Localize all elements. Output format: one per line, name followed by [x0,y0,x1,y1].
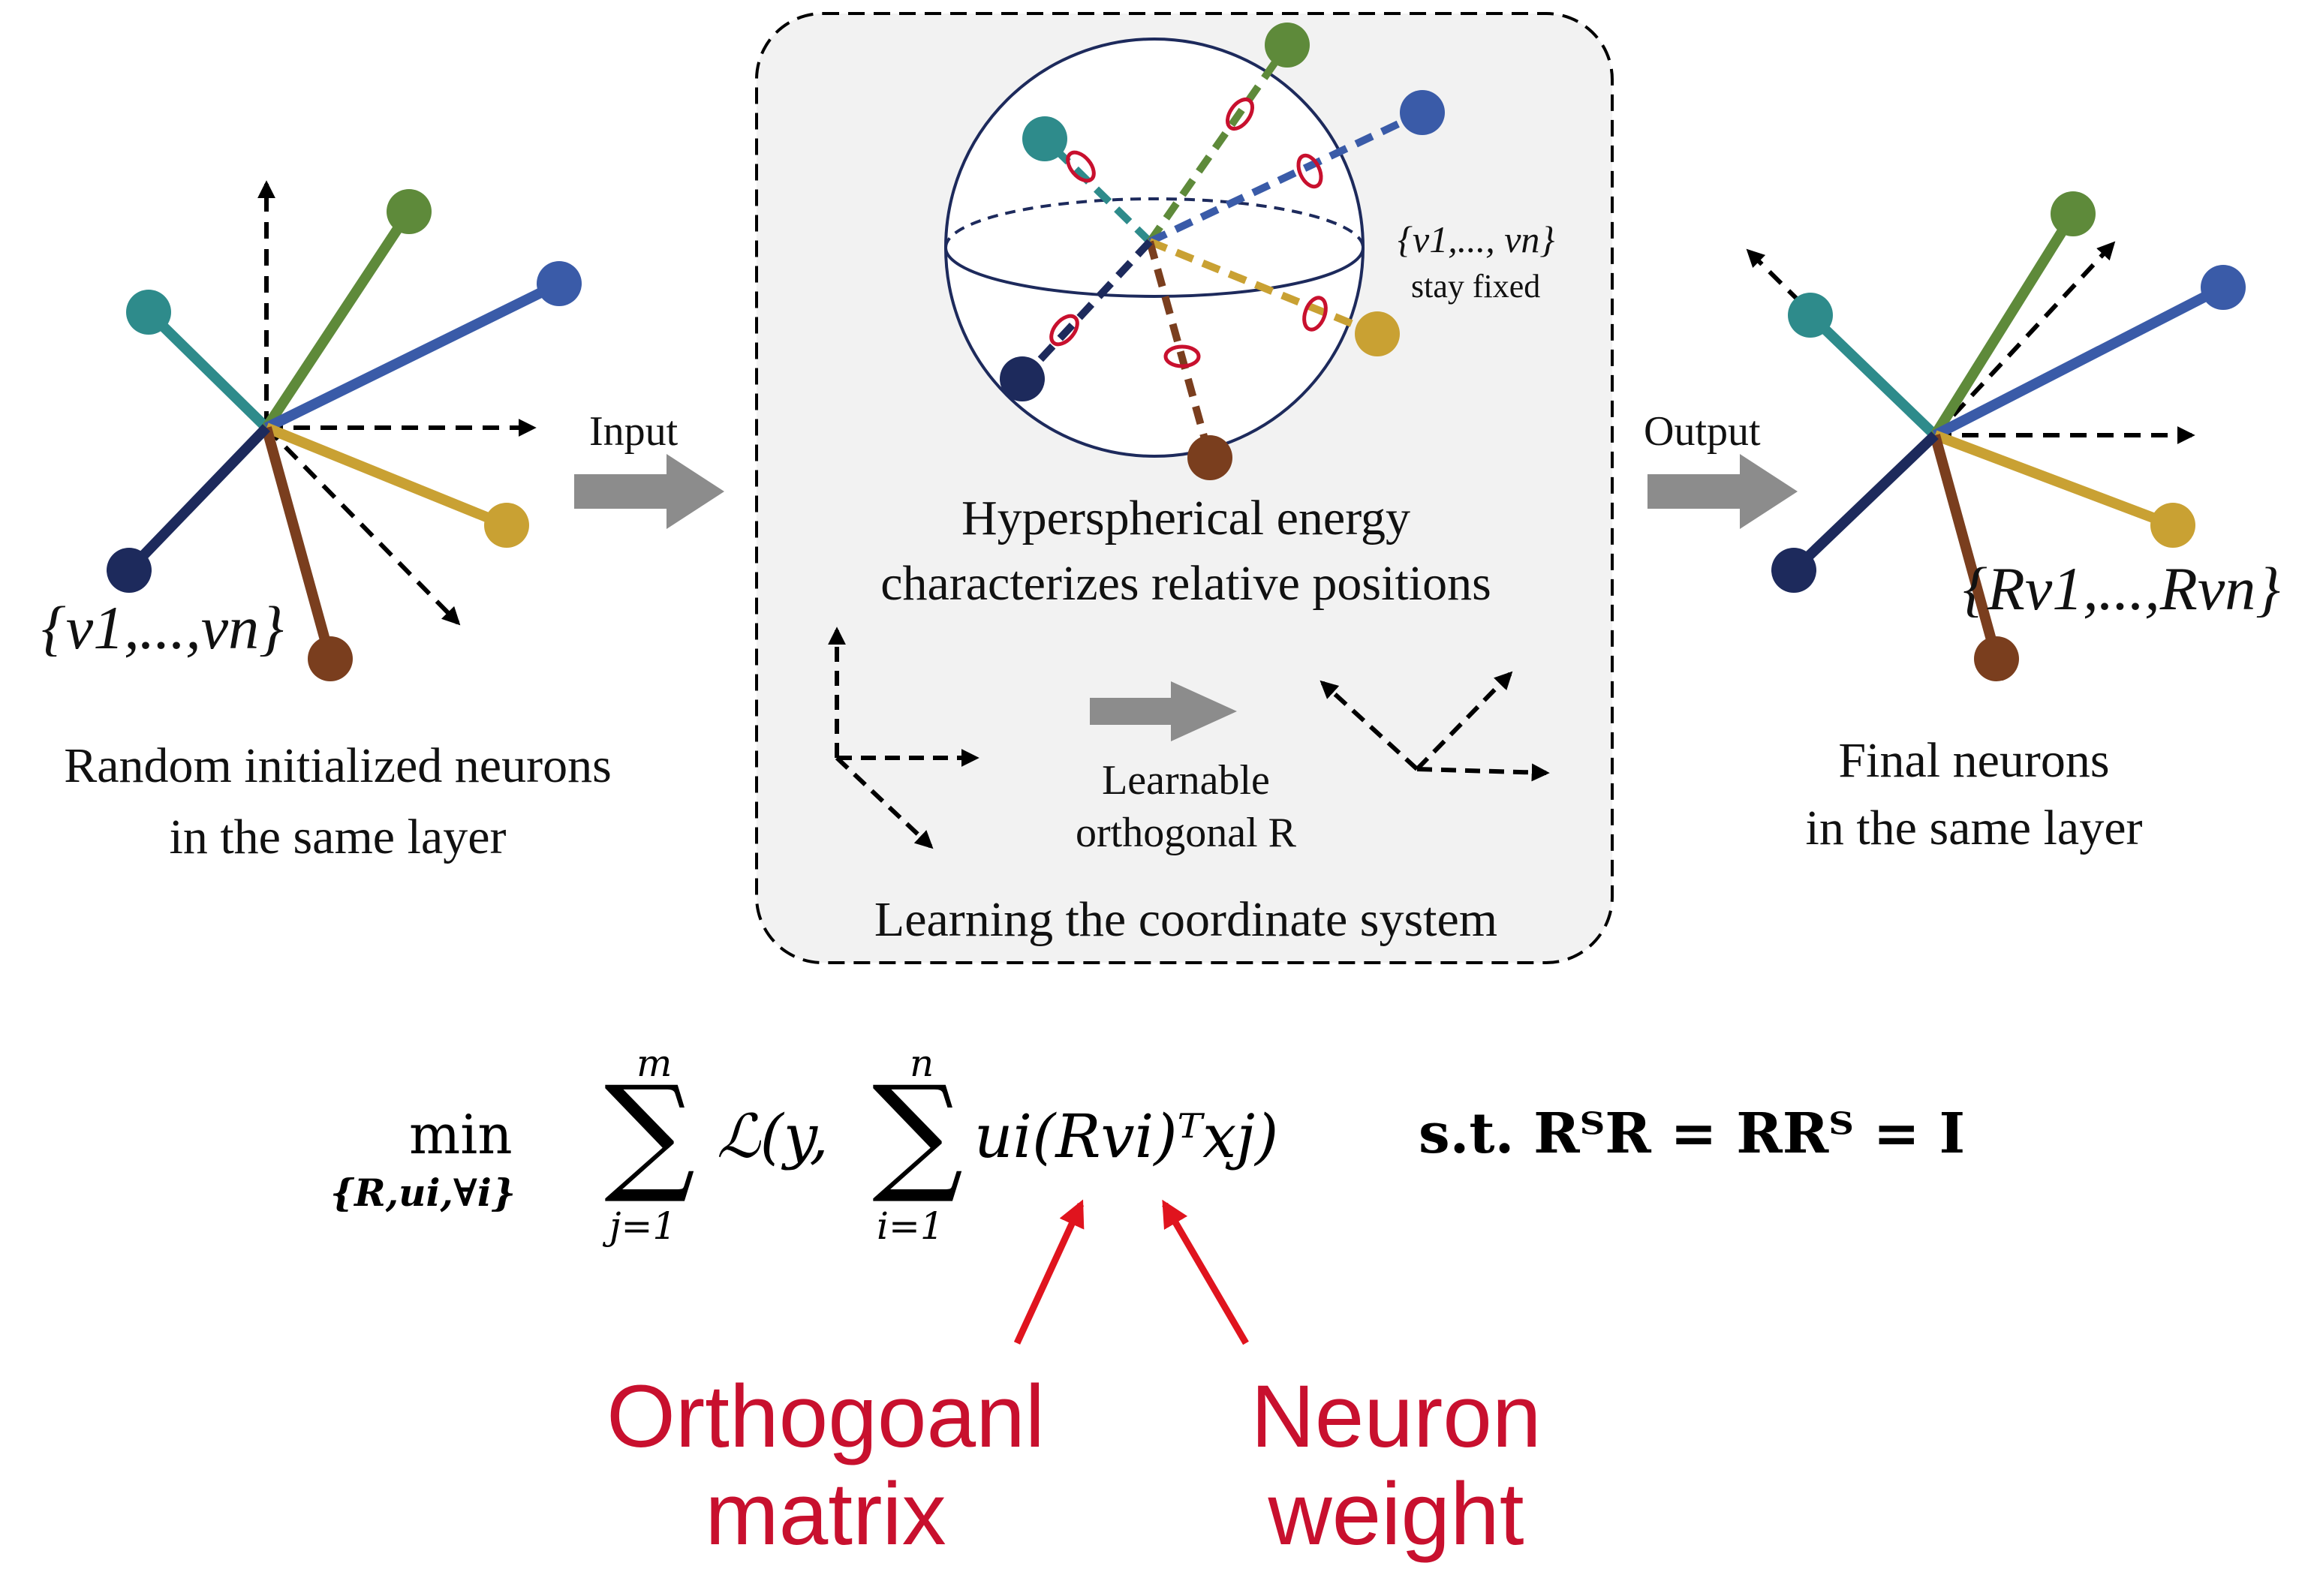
energy-line1: Hyperspherical energy [961,491,1411,546]
sphere-rod-teal [1042,136,1153,245]
annotation-orthogonal-line1: Orthogoanl [606,1367,1045,1466]
angle-ring-1 [1066,150,1096,183]
right-axis-upleft [1746,248,1937,437]
eq-sum2-sigma: ∑ [872,1059,964,1207]
left-neuron-blue-rod [263,278,562,433]
right-neuron-blue-rod [1932,282,2226,440]
right-neuron-teal [1788,293,1833,338]
learnable-line2: orthogonal R [1076,810,1296,856]
red-arrow-neuron [1162,1199,1249,1345]
output-arrow [1647,454,1798,529]
right-neuron-navy [1771,548,1816,593]
sphere-rod-gold [1148,238,1379,338]
eq-sum2-top: n [910,1041,934,1085]
sphere-equator-front [944,247,1365,298]
right-neuron-cluster [1746,191,2246,681]
output-label: Output [1644,408,1761,455]
left-neuron-brown [308,636,353,681]
sphere-rod-blue [1148,109,1425,245]
left-neuron-green [387,189,432,234]
left-caption-line2: in the same layer [169,810,507,864]
left-set-label: {v1,...,vn} [41,594,284,662]
annotation-neuron-line1: Neuron [1250,1367,1542,1466]
left-axis-down-right [264,425,461,626]
sphere-neuron-green [1265,23,1310,68]
right-neuron-brown-rod [1930,434,2002,660]
right-neuron-gold [2150,503,2195,548]
left-neuron-cluster [107,180,582,681]
right-neuron-green-rod [1930,211,2078,438]
right-neuron-teal-rod [1807,311,1939,440]
sphere-neuron-gold [1355,311,1400,356]
angle-ring-4 [1302,296,1328,332]
energy-line2: characterizes relative positions [880,556,1491,611]
eq-sum2-bottom: i=1 [877,1204,944,1248]
annotation-neuron-line2: weight [1268,1465,1524,1564]
eq-constraint: s.t. RᵀR = RRᵀ = I [1419,1102,1966,1166]
right-caption-line1: Final neurons [1838,733,2110,788]
angle-ring-3 [1296,153,1323,189]
right-neuron-green [2051,191,2096,236]
coord-after-upleft [1319,680,1419,771]
angle-ring-2 [1225,97,1255,131]
center-bottom-caption: Learning the coordinate system [874,892,1498,947]
right-caption-line2: in the same layer [1805,801,2143,855]
sphere-rod-green [1146,43,1291,244]
input-arrow [574,454,724,529]
hypersphere [944,23,1445,480]
sphere-equator-back [944,197,1365,248]
fixed-set-label: {v1,..., vn} [1398,218,1555,260]
sphere-neuron-brown [1187,435,1232,480]
right-axis-upright [1933,241,2116,437]
left-neuron-gold-rod [264,422,509,530]
eq-sum1-sigma: ∑ [604,1059,696,1207]
learnable-line1: Learnable [1102,757,1270,804]
left-neuron-navy-rod [125,424,271,574]
sphere-rod-navy [1019,239,1153,382]
coord-after-right [1416,763,1550,782]
right-neuron-navy-rod [1790,431,1939,575]
coord-before-diag [835,756,934,849]
transform-arrow [1090,681,1237,741]
angle-ring-5 [1049,314,1079,347]
right-neuron-brown [1974,636,2019,681]
left-neuron-teal [126,290,171,335]
left-caption-line1: Random initialized neurons [64,738,612,793]
sphere-rod-brown [1146,240,1214,459]
sphere-neuron-navy [1000,356,1045,401]
right-neuron-blue [2201,265,2246,310]
coordinate-transform [828,627,1550,849]
eq-min-subscript: {R,ui,∀i} [330,1171,516,1215]
left-neuron-gold [484,503,529,548]
eq-sum1-bottom: j=1 [609,1204,677,1248]
eq-min-word: min [409,1103,513,1166]
red-arrow-orthogonal [1013,1199,1085,1345]
right-neuron-gold-rod [1933,430,2175,530]
left-neuron-teal-rod [145,308,270,431]
eq-term: ui(Rvi)ᵀxj) [974,1102,1279,1171]
coord-after-upright [1415,671,1513,771]
eq-sum1-top: m [636,1041,673,1085]
annotation-orthogonal-line2: matrix [705,1465,946,1564]
eq-loss-open: ℒ(y, [717,1102,829,1171]
left-neuron-brown-rod [261,426,336,660]
input-label: Input [589,408,679,455]
sphere-neuron-teal [1022,116,1067,161]
angle-ring-6 [1163,344,1201,368]
fixed-note: stay fixed [1411,268,1541,305]
left-neuron-blue [537,261,582,306]
left-neuron-green-rod [262,209,414,431]
left-neuron-navy [107,548,152,593]
right-set-label: {Rv1,...,Rvn} [1963,555,2281,623]
sphere-neuron-blue [1400,90,1445,135]
